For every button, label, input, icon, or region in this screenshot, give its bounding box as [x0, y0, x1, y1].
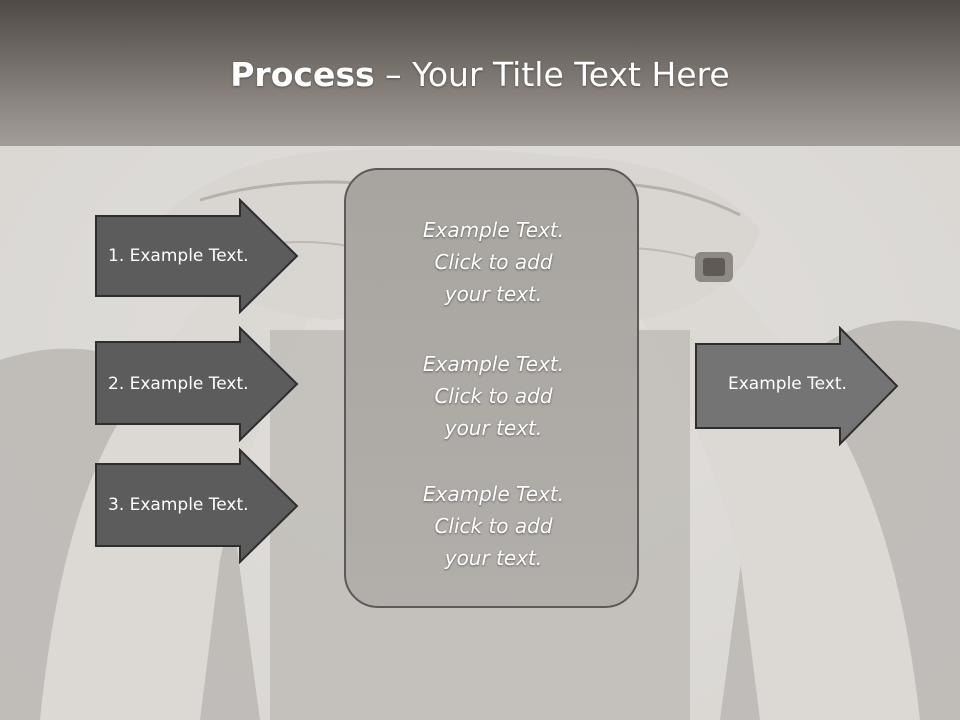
center-block-1[interactable]: Example Text. Click to add your text.	[346, 214, 641, 310]
center-block-2-line-2: Click to add	[434, 384, 553, 408]
center-block-2-line-1: Example Text.	[422, 352, 565, 376]
page-title[interactable]: Process – Your Title Text Here	[0, 54, 960, 96]
output-arrow-label: Example Text.	[728, 374, 847, 394]
center-block-3-line-3: your text.	[444, 546, 543, 570]
center-block-2-line-3: your text.	[444, 416, 543, 440]
center-block-1-line-1: Example Text.	[422, 218, 565, 242]
input-arrow-2-label: 2. Example Text.	[108, 374, 249, 394]
center-block-3-line-2: Click to add	[434, 514, 553, 538]
input-arrow-1[interactable]	[94, 198, 300, 314]
input-arrow-1-label: 1. Example Text.	[108, 246, 249, 266]
title-bar	[0, 0, 960, 146]
title-rest: – Your Title Text Here	[374, 55, 730, 94]
input-arrow-3-label: 3. Example Text.	[108, 495, 249, 515]
input-arrow-2[interactable]	[94, 326, 300, 442]
center-block-3[interactable]: Example Text. Click to add your text.	[346, 478, 641, 574]
center-text-box[interactable]: Example Text. Click to add your text. Ex…	[344, 168, 639, 608]
input-arrow-3[interactable]	[94, 448, 300, 564]
output-arrow[interactable]	[694, 326, 900, 446]
title-bold: Process	[230, 55, 375, 94]
center-block-3-line-1: Example Text.	[422, 482, 565, 506]
center-block-1-line-2: Click to add	[434, 250, 553, 274]
center-block-1-line-3: your text.	[444, 282, 543, 306]
center-block-2[interactable]: Example Text. Click to add your text.	[346, 348, 641, 444]
